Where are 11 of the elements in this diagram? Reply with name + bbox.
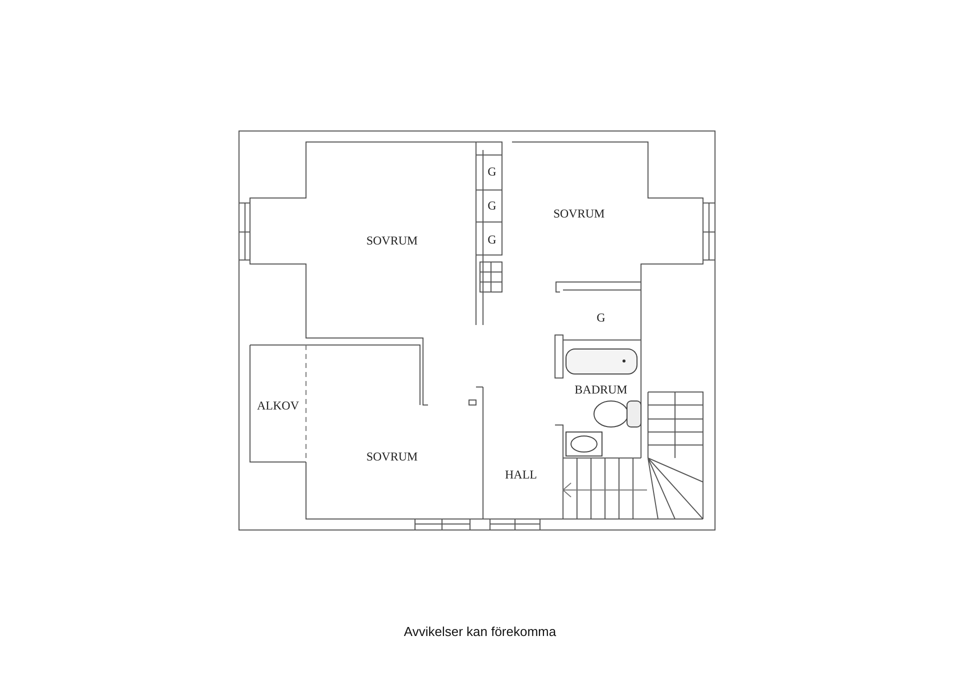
- room-label: G: [488, 198, 496, 214]
- room-label: SOVRUM: [553, 206, 605, 222]
- room-label: SOVRUM: [366, 450, 418, 464]
- room-label: SOVRUM: [366, 234, 418, 248]
- room-label: G: [596, 310, 606, 326]
- room-label: G: [488, 232, 496, 248]
- caption: Avvikelser kan förekomma: [402, 624, 558, 639]
- room-label: ALKOV: [257, 398, 299, 414]
- room-label: G: [488, 164, 496, 180]
- room-label: HALL: [505, 468, 537, 482]
- room-label: BADRUM: [574, 382, 628, 398]
